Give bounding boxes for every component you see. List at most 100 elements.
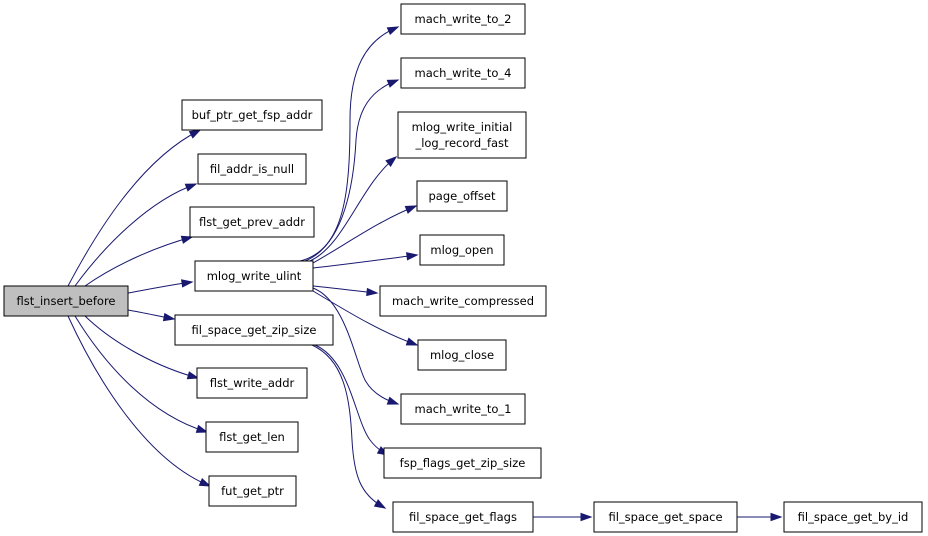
arrowhead <box>198 477 212 487</box>
arrowhead <box>385 156 398 167</box>
node-flst-insert-before[interactable]: flst_insert_before <box>3 285 129 317</box>
node-box <box>174 314 334 346</box>
node-box <box>593 501 738 533</box>
edge-mlog_write_ulint-to-mach_write_to_1 <box>312 287 400 405</box>
edge-mlog_write_ulint-to-page_offset <box>312 205 418 264</box>
arrowhead <box>386 79 400 88</box>
call-nodes: flst_insert_before buf_ptr_get_fsp_addrfi… <box>3 3 923 533</box>
node-label: mach_write_compressed <box>392 294 534 308</box>
node-box <box>397 111 527 159</box>
node-label: flst_get_prev_addr <box>199 215 305 229</box>
node-fil-space-get-by-id[interactable]: fil_space_get_by_id <box>783 501 923 533</box>
node-label: page_offset <box>428 189 495 203</box>
node-label: mach_write_to_1 <box>415 402 512 416</box>
edge-fil_space_get_zip_size-to-fil_space_get_flags <box>311 344 387 509</box>
node-page-offset[interactable]: page_offset <box>416 180 508 212</box>
edge-flst_insert_before-to-fil_addr_is_null <box>74 183 198 287</box>
edge-line <box>67 129 201 287</box>
node-label: flst_write_addr <box>210 376 295 390</box>
node-box <box>392 501 534 533</box>
arrowhead <box>386 396 400 405</box>
edge-line <box>312 287 399 405</box>
node-mach-write-to-1[interactable]: mach_write_to_1 <box>400 393 526 425</box>
node-box <box>196 367 308 399</box>
node-box <box>189 206 315 238</box>
node-label: mlog_write_initial <box>412 120 513 134</box>
node-label: _log_record_fast <box>414 136 509 150</box>
arrowhead <box>580 512 593 522</box>
node-box <box>181 99 323 131</box>
node-box <box>417 339 507 371</box>
node-box <box>416 180 508 212</box>
edge-line <box>312 254 418 269</box>
node-mach-write-to-4[interactable]: mach_write_to_4 <box>400 57 526 89</box>
node-box <box>400 393 526 425</box>
node-box <box>783 501 923 533</box>
arrowhead <box>404 205 418 214</box>
arrowhead <box>406 252 419 261</box>
arrowhead <box>195 424 209 433</box>
node-box <box>194 260 314 292</box>
arrowhead <box>180 235 194 244</box>
edge-line <box>67 315 211 487</box>
edge-flst_insert_before-to-fil_space_get_zip_size <box>127 309 176 322</box>
node-box <box>208 475 297 507</box>
edge-mlog_write_ulint-to-mlog_close <box>312 290 419 346</box>
node-box <box>419 234 505 266</box>
edge-flst_insert_before-to-flst_get_prev_addr <box>84 235 194 287</box>
arrowhead <box>405 337 419 346</box>
node-mach-write-to-2[interactable]: mach_write_to_2 <box>400 3 526 35</box>
edge-fil_space_get_flags-to-fil_space_get_space <box>533 512 593 522</box>
edge-flst_insert_before-to-flst_write_addr <box>84 315 200 380</box>
node-fut-get-ptr[interactable]: fut_get_ptr <box>208 475 297 507</box>
edge-line <box>84 315 199 379</box>
edge-flst_insert_before-to-mlog_write_ulint <box>127 279 194 294</box>
edge-line <box>74 315 208 433</box>
node-flst-write-addr[interactable]: flst_write_addr <box>196 367 308 399</box>
edge-flst_insert_before-to-flst_get_len <box>74 315 209 433</box>
edge-mlog_write_ulint-to-mach_write_compressed <box>312 285 379 297</box>
node-fil-space-get-flags[interactable]: fil_space_get_flags <box>392 501 534 533</box>
edge-line <box>312 290 418 346</box>
node-label: fil_space_get_by_id <box>798 510 909 524</box>
node-label: fil_space_get_space <box>608 510 722 524</box>
edge-line <box>304 79 399 262</box>
node-buf-ptr-get-fsp-addr[interactable]: buf_ptr_get_fsp_addr <box>181 99 323 131</box>
node-mach-write-compressed[interactable]: mach_write_compressed <box>379 285 547 317</box>
node-label: fil_space_get_zip_size <box>192 323 317 337</box>
node-fsp-flags-get-zip-size[interactable]: fsp_flags_get_zip_size <box>383 447 542 479</box>
node-label: flst_get_len <box>219 430 285 444</box>
node-box <box>383 447 542 479</box>
node-mlog-open[interactable]: mlog_open <box>419 234 505 266</box>
edge-line <box>309 156 397 262</box>
node-box <box>379 285 547 317</box>
edge-flst_insert_before-to-fut_get_ptr <box>67 315 212 487</box>
node-mlog-write-initial-log-record-fast[interactable]: mlog_write_initial _log_record_fast <box>397 111 527 159</box>
node-label: mach_write_to_4 <box>415 66 512 80</box>
arrowhead <box>181 279 194 288</box>
node-flst-get-len[interactable]: flst_get_len <box>205 421 299 453</box>
node-fil-addr-is-null[interactable]: fil_addr_is_null <box>197 153 307 185</box>
edge-line <box>74 183 197 287</box>
node-mlog-write-ulint[interactable]: mlog_write_ulint <box>194 260 314 292</box>
edge-mlog_write_ulint-to-mlog_write_initial_log_record_fast <box>309 156 398 262</box>
edge-mlog_write_ulint-to-mach_write_to_2 <box>299 26 400 262</box>
node-flst-get-prev-addr[interactable]: flst_get_prev_addr <box>189 206 315 238</box>
node-box <box>197 153 307 185</box>
node-fil-space-get-zip-size[interactable]: fil_space_get_zip_size <box>174 314 334 346</box>
node-label: mlog_open <box>430 243 493 257</box>
node-label: mlog_close <box>430 348 494 362</box>
node-label: fil_addr_is_null <box>210 162 294 176</box>
node-box <box>400 57 526 89</box>
edge-mlog_write_ulint-to-mach_write_to_4 <box>304 79 400 262</box>
arrowhead <box>162 312 176 322</box>
node-label: mach_write_to_2 <box>415 12 512 26</box>
node-fil-space-get-space[interactable]: fil_space_get_space <box>593 501 738 533</box>
node-mlog-close[interactable]: mlog_close <box>417 339 507 371</box>
node-label: mlog_write_ulint <box>207 269 302 283</box>
arrowhead <box>386 26 400 36</box>
arrowhead <box>188 129 202 139</box>
edge-mlog_write_ulint-to-mlog_open <box>312 252 419 269</box>
node-box <box>3 285 129 317</box>
